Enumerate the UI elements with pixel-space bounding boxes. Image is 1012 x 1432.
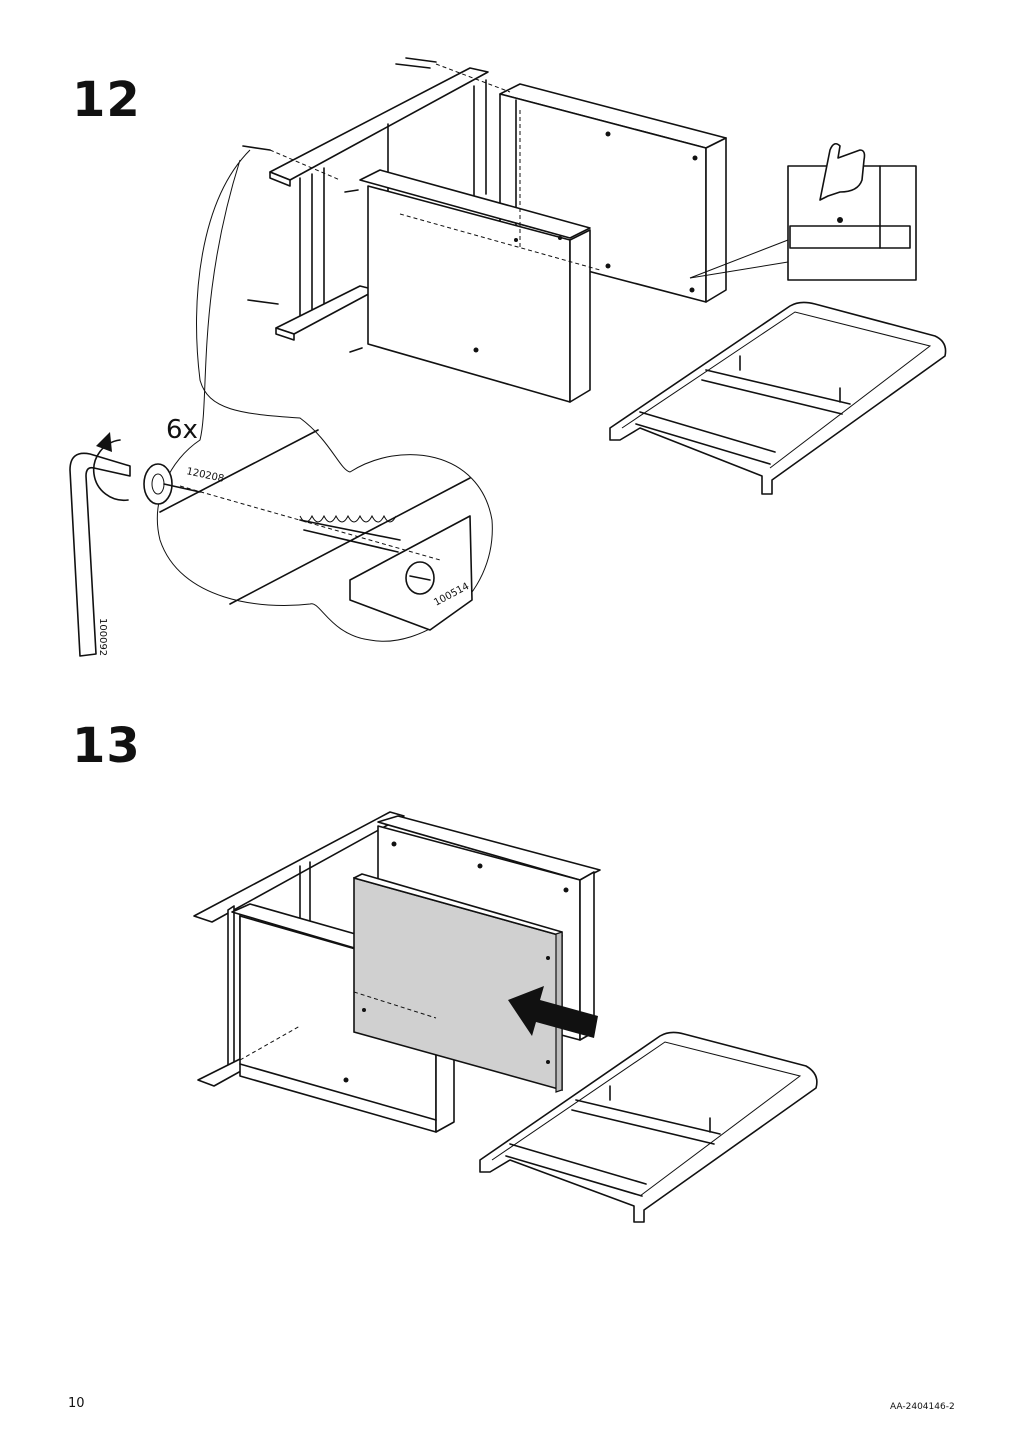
allen-key-icon [69,432,131,657]
step-number-13: 13 [72,718,141,774]
hand-pointing-icon [819,142,866,201]
zoom-detail [143,149,493,642]
base-frame-13 [479,1031,818,1223]
step-number-12: 12 [72,72,141,128]
hand-callout [689,142,917,281]
step-12-illustration: 6x 120208 100514 100092 [69,57,947,657]
base-frame [609,301,947,495]
push-arrow-icon [508,986,598,1038]
assembled-frame [193,811,601,1087]
screws [242,57,511,353]
page-number: 10 [68,1396,85,1411]
screw-part-number: 120208 [185,466,225,485]
quantity-label: 6x [166,415,198,445]
key-part-number: 100092 [97,618,108,656]
middle-panel [359,110,601,403]
front-panel [231,903,455,1133]
grey-back-panel [239,873,563,1093]
document-id: AA-2404146-2 [890,1402,955,1412]
